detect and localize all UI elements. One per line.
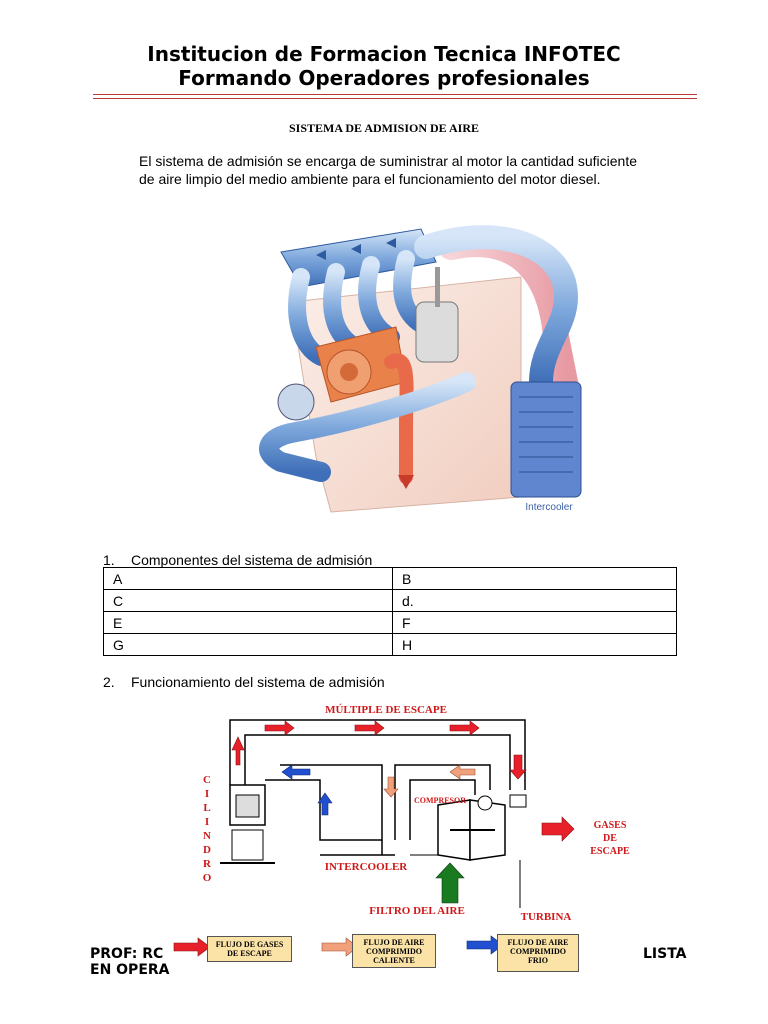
table-cell: B [393,568,677,590]
table-cell: E [104,612,393,634]
intro-paragraph: El sistema de admisión se encarga de sum… [139,152,699,188]
cylinder-letter: O [203,872,212,884]
legend-exhaust-arrow-icon [172,937,212,957]
intake-flow-diagram: MÚLTIPLE DE ESCAPE C I L I N D R O COMPR… [170,695,670,935]
footer-line-1-right: LISTA [643,946,687,962]
intercooler-label: Intercooler [525,502,573,513]
item-2: 2.Funcionamiento del sistema de admisión [103,674,385,690]
item-1-number: 1. [103,552,131,568]
legend-exhaust-box: FLUJO DE GASES DE ESCAPE [207,936,292,962]
table-cell: C [104,590,393,612]
item-2-text: Funcionamiento del sistema de admisión [131,674,385,690]
legend-text: FLUJO DE AIRE [353,938,435,947]
item-2-number: 2. [103,674,131,690]
exhaust-gases-label: GASES [594,820,627,831]
table-cell: F [393,612,677,634]
legend-text: COMPRIMIDO [498,947,578,956]
cylinder-letter: L [203,802,210,814]
engine-intake-illustration: Intercooler [221,207,606,543]
intro-line-2: de aire limpio del medio ambiente para e… [139,170,699,188]
air-filter-label: FILTRO DEL AIRE [369,905,465,917]
table-cell: H [393,634,677,656]
item-1: 1.Componentes del sistema de admisión [103,552,372,568]
intro-line-1: El sistema de admisión se encarga de sum… [139,152,699,170]
turbine-label: TURBINA [521,911,572,923]
legend-text: DE ESCAPE [208,949,291,958]
header-rule-top [93,94,697,95]
legend-text: FRIO [498,956,578,965]
legend-text: FLUJO DE AIRE [498,938,578,947]
footer-line-1: PROF: RC [90,946,163,962]
legend-hot-air-box: FLUJO DE AIRE COMPRIMIDO CALIENTE [352,934,436,968]
cylinder-letter: R [203,858,212,870]
table-cell: A [104,568,393,590]
institution-title: Institucion de Formacion Tecnica INFOTEC [0,42,768,66]
header-rule-bottom [93,98,697,99]
table-cell: d. [393,590,677,612]
item-1-text: Componentes del sistema de admisión [131,552,372,568]
footer-line-2: EN OPERA [90,962,170,978]
intercooler-diagram-label: INTERCOOLER [325,861,409,873]
compressor-label: COMPRESOR [414,796,466,805]
exhaust-gases-label: DE [603,833,617,844]
cylinder-drawing [220,785,275,863]
legend-text: CALIENTE [353,956,435,965]
cylinder-letter: D [203,844,211,856]
cylinder-letter: N [203,830,211,842]
exhaust-manifold-label: MÚLTIPLE DE ESCAPE [325,704,447,716]
cylinder-letter: I [205,816,209,828]
legend-cold-air-box: FLUJO DE AIRE COMPRIMIDO FRIO [497,934,579,972]
legend-text: COMPRIMIDO [353,947,435,956]
cylinder-letter: I [205,788,209,800]
institution-subtitle: Formando Operadores profesionales [0,66,768,90]
section-title: SISTEMA DE ADMISION DE AIRE [0,121,768,136]
table-cell: G [104,634,393,656]
cylinder-letter: C [203,774,211,786]
legend-text: FLUJO DE GASES [208,940,291,949]
exhaust-gases-label: ESCAPE [590,846,630,857]
